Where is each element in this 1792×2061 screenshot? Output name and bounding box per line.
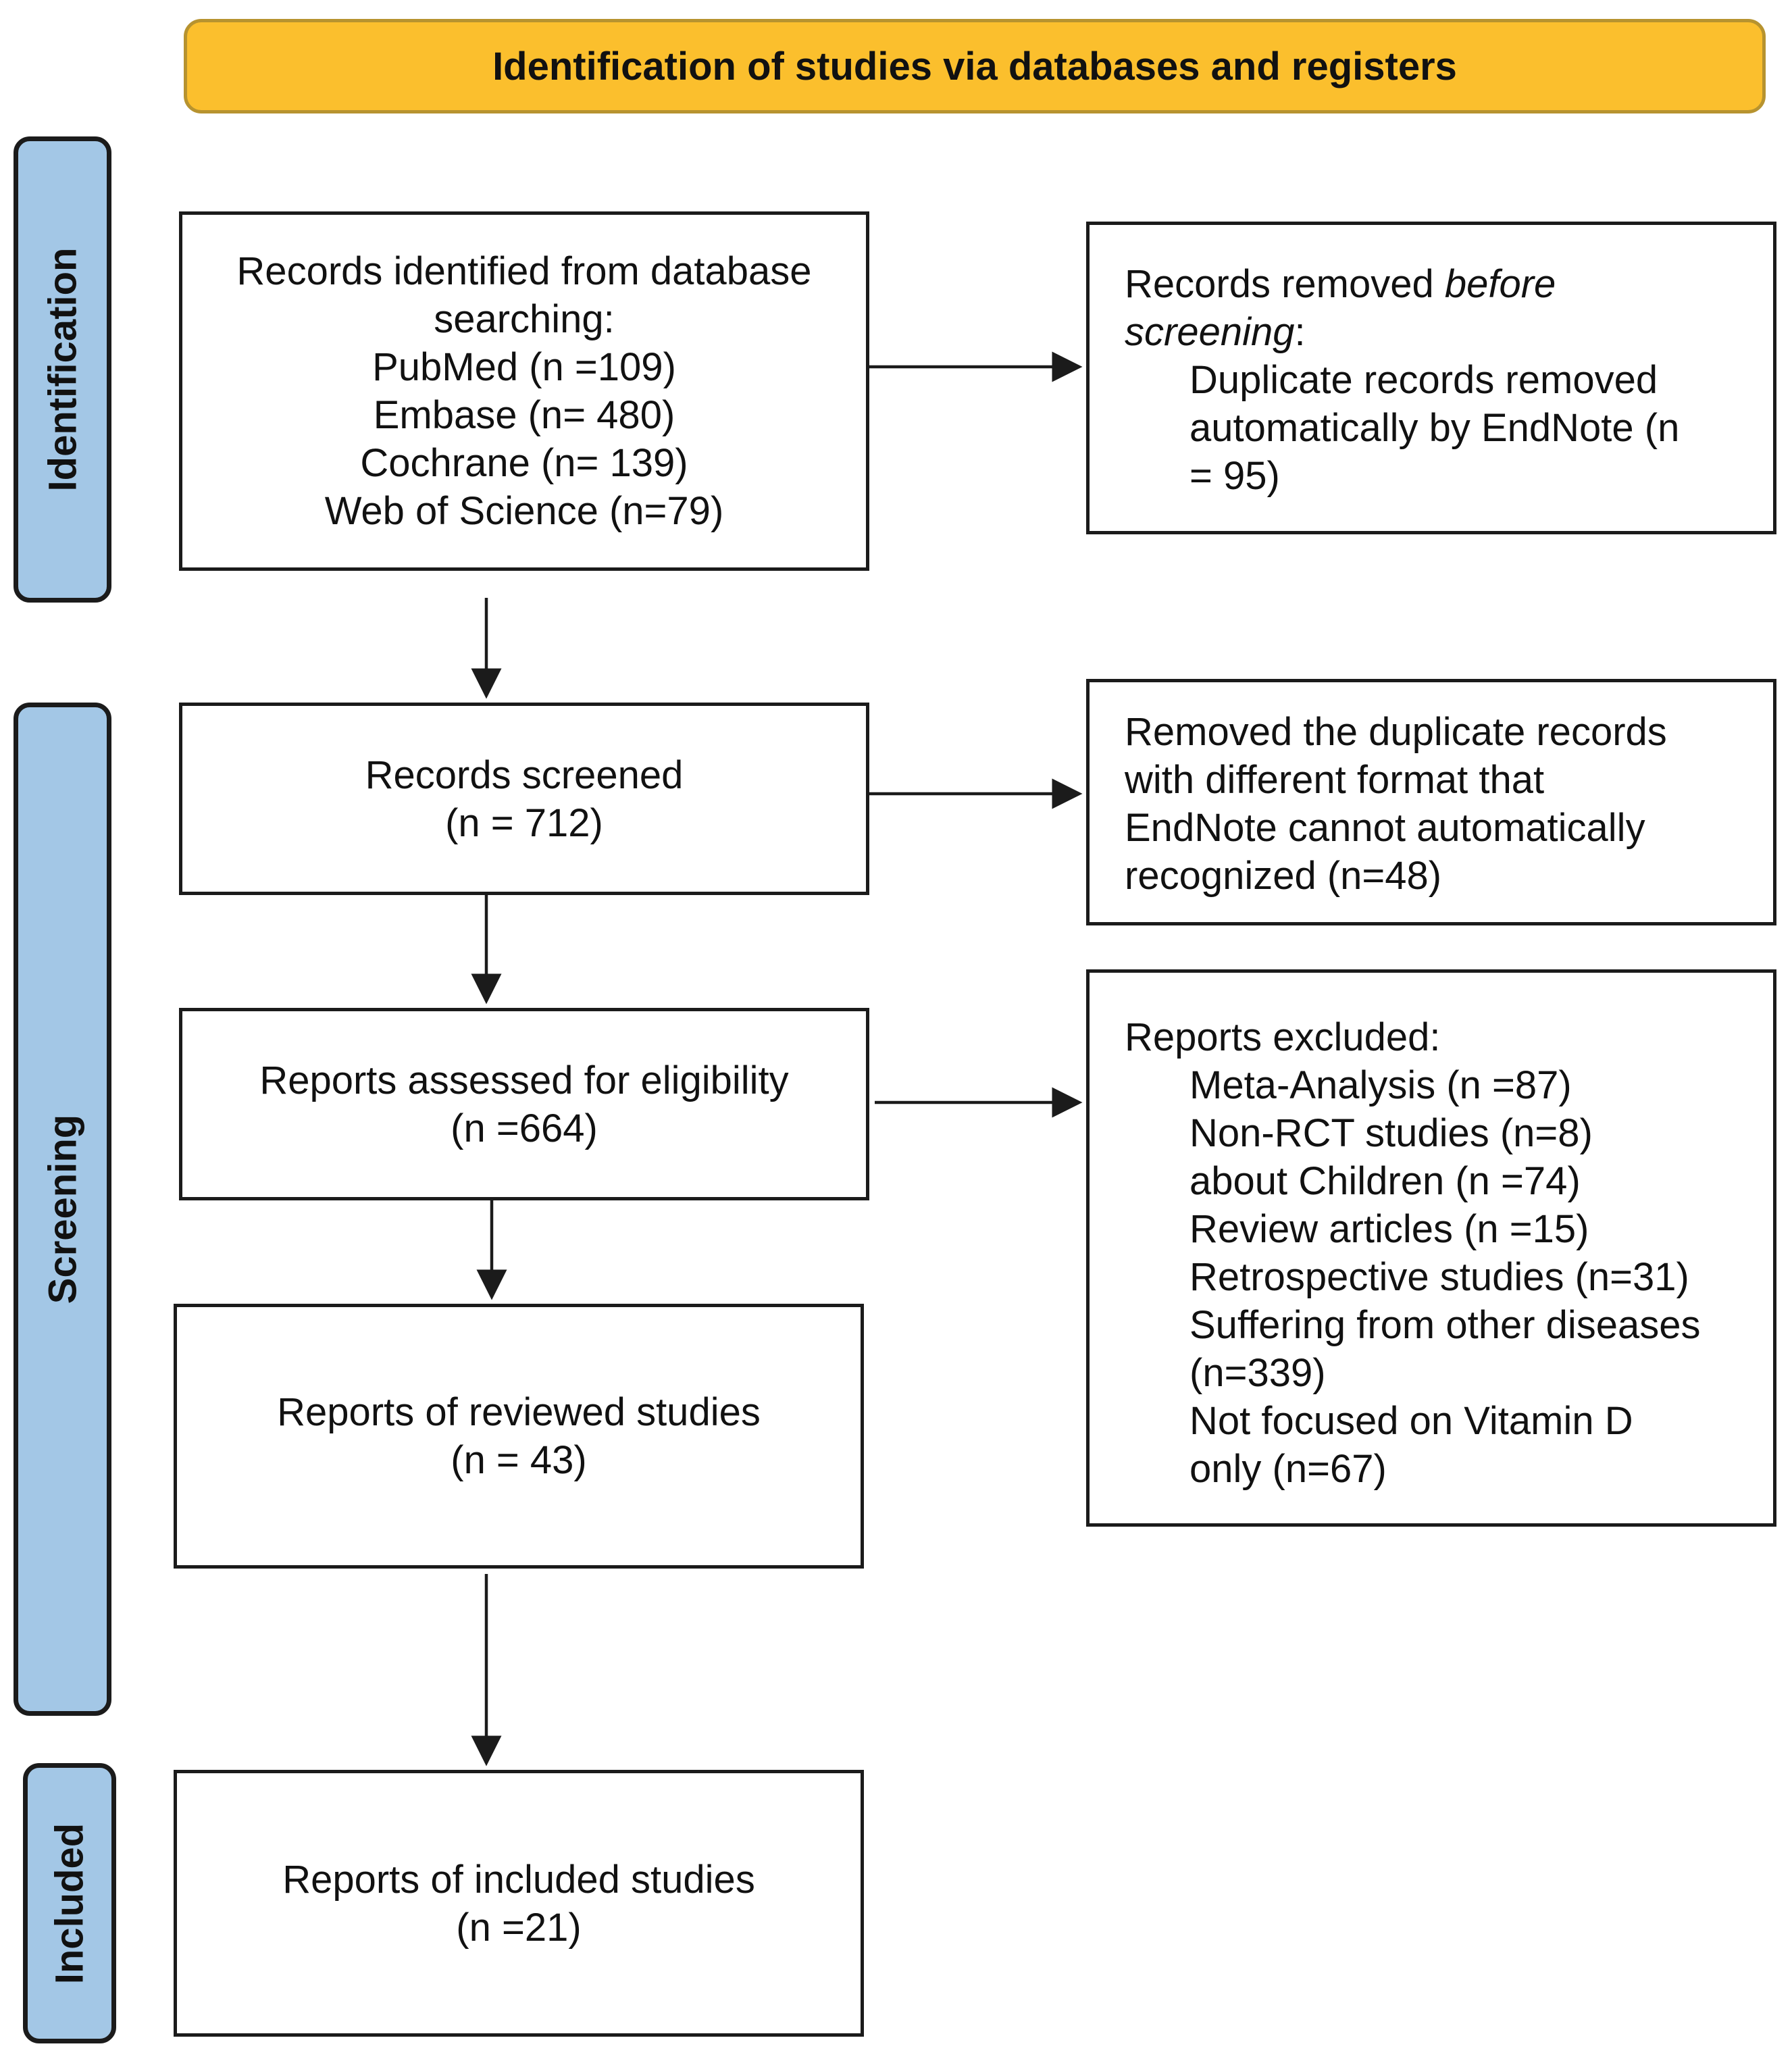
records-identified-line: Embase (n= 480) — [373, 393, 675, 437]
reports-excluded-item: only (n=67) — [1189, 1447, 1387, 1491]
reviewed-studies-line: Reports of reviewed studies — [277, 1390, 761, 1434]
records-identified-line: Web of Science (n=79) — [324, 489, 724, 533]
reports-excluded-heading: Reports excluded: — [1125, 1015, 1441, 1059]
removed-duplicate-line: recognized (n=48) — [1125, 854, 1442, 898]
header-title: Identification of studies via databases … — [492, 44, 1457, 88]
reports-assessed-line: Reports assessed for eligibility — [259, 1058, 789, 1102]
reports-excluded-item: Review articles (n =15) — [1189, 1207, 1589, 1251]
removed-before-screening-box: Records removed before screening: Duplic… — [1086, 222, 1776, 534]
removed-duplicate-line: Removed the duplicate records — [1125, 710, 1667, 754]
reports-excluded-item: Meta-Analysis (n =87) — [1189, 1063, 1572, 1107]
records-screened-count: (n = 712) — [445, 800, 603, 845]
reports-assessed-count: (n =664) — [451, 1106, 598, 1150]
removed-duplicate-line: EndNote cannot automatically — [1125, 806, 1645, 850]
records-screened-line: Records screened — [365, 753, 684, 797]
reports-excluded-box: Reports excluded: Meta-Analysis (n =87) … — [1086, 969, 1776, 1527]
included-studies-box: Reports of included studies (n =21) — [174, 1770, 864, 2037]
reports-excluded-item: Retrospective studies (n=31) — [1189, 1255, 1689, 1299]
records-identified-line: Cochrane (n= 139) — [360, 441, 688, 485]
phase-identification: Identification — [14, 136, 111, 603]
reviewed-studies-count: (n = 43) — [451, 1438, 587, 1482]
removed-before-detail: Duplicate records removed — [1189, 358, 1658, 402]
records-identified-line: Records identified from database — [236, 249, 812, 293]
included-studies-line: Reports of included studies — [282, 1857, 755, 1902]
reports-excluded-item: Non-RCT studies (n=8) — [1189, 1111, 1593, 1155]
removed-before-line-2: screening: — [1125, 310, 1306, 354]
included-studies-count: (n =21) — [456, 1905, 582, 1950]
records-identified-box: Records identified from database searchi… — [179, 211, 869, 571]
records-identified-line: PubMed (n =109) — [372, 345, 676, 389]
removed-before-line-1: Records removed before — [1125, 262, 1556, 306]
reports-excluded-item: about Children (n =74) — [1189, 1159, 1581, 1203]
removed-duplicate-format-box: Removed the duplicate records with diffe… — [1086, 679, 1776, 925]
records-identified-line: searching: — [434, 297, 615, 341]
phase-screening: Screening — [14, 703, 111, 1716]
reports-excluded-item: (n=339) — [1189, 1351, 1326, 1395]
reviewed-studies-box: Reports of reviewed studies (n = 43) — [174, 1304, 864, 1569]
removed-before-detail: automatically by EndNote (n — [1189, 406, 1680, 450]
reports-excluded-item: Suffering from other diseases — [1189, 1303, 1701, 1347]
reports-excluded-item: Not focused on Vitamin D — [1189, 1399, 1633, 1443]
removed-duplicate-line: with different format that — [1125, 758, 1545, 802]
reports-assessed-box: Reports assessed for eligibility (n =664… — [179, 1008, 869, 1200]
phase-included: Included — [23, 1763, 116, 2043]
removed-before-detail: = 95) — [1189, 454, 1280, 498]
header-banner: Identification of studies via databases … — [184, 19, 1766, 113]
records-screened-box: Records screened (n = 712) — [179, 703, 869, 895]
